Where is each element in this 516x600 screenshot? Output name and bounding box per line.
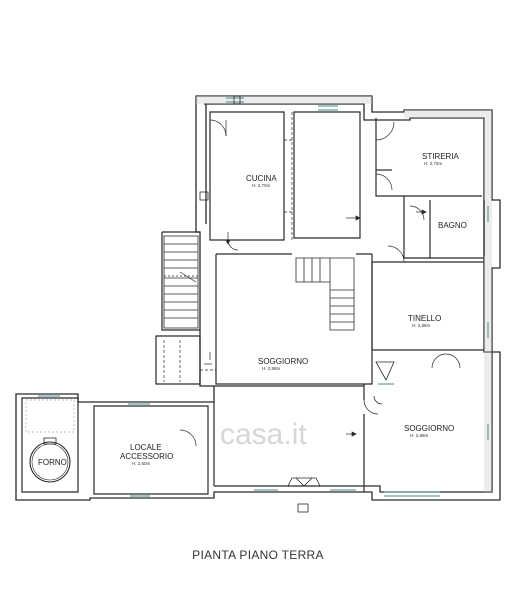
interior-walls <box>21 111 485 495</box>
room-label-bagno: BAGNO <box>438 221 467 230</box>
dashed-openings <box>163 112 294 382</box>
forno-oven <box>29 437 71 483</box>
room-label-soggiorno-est: SOGGIORNO <box>404 424 454 433</box>
room-label-locale-line2: ACCESSORIO <box>120 452 173 461</box>
room-label-cucina: CUCINA <box>246 174 277 183</box>
room-height-soggiorno-est: H: 2,88m <box>410 433 429 438</box>
floor-plan: casa.it CUCINA H: 2,70m STIRERIA H: 2,75… <box>15 95 501 513</box>
room-label-soggiorno-centrale: SOGGIORNO <box>258 357 308 366</box>
room-height-cucina: H: 2,70m <box>252 183 271 188</box>
wall-details <box>199 95 309 513</box>
chimney-corner <box>373 361 395 405</box>
room-height-soggiorno-centrale: H: 2,88m <box>262 366 281 371</box>
watermark: casa.it <box>220 418 307 451</box>
room-label-locale-line1: LOCALE <box>130 443 162 452</box>
doors <box>179 119 461 447</box>
room-label-forno: FORNO <box>38 458 67 467</box>
stairs-west <box>163 235 199 329</box>
room-height-stireria: H: 2,75m <box>424 161 443 166</box>
room-label-tinello: TINELLO <box>408 314 441 323</box>
plan-title: PIANTA PIANO TERRA <box>192 548 324 562</box>
room-height-tinello: H: 2,88m <box>412 323 431 328</box>
forno-outline-dashed <box>25 399 75 433</box>
windows <box>38 97 489 497</box>
stairs-central <box>295 257 355 331</box>
fireplace <box>287 477 321 487</box>
room-label-stireria: STIRERIA <box>422 152 460 161</box>
room-height-locale: H: 2,60m <box>132 461 151 466</box>
direction-arrows <box>179 209 427 437</box>
wall-thickness <box>196 96 492 492</box>
